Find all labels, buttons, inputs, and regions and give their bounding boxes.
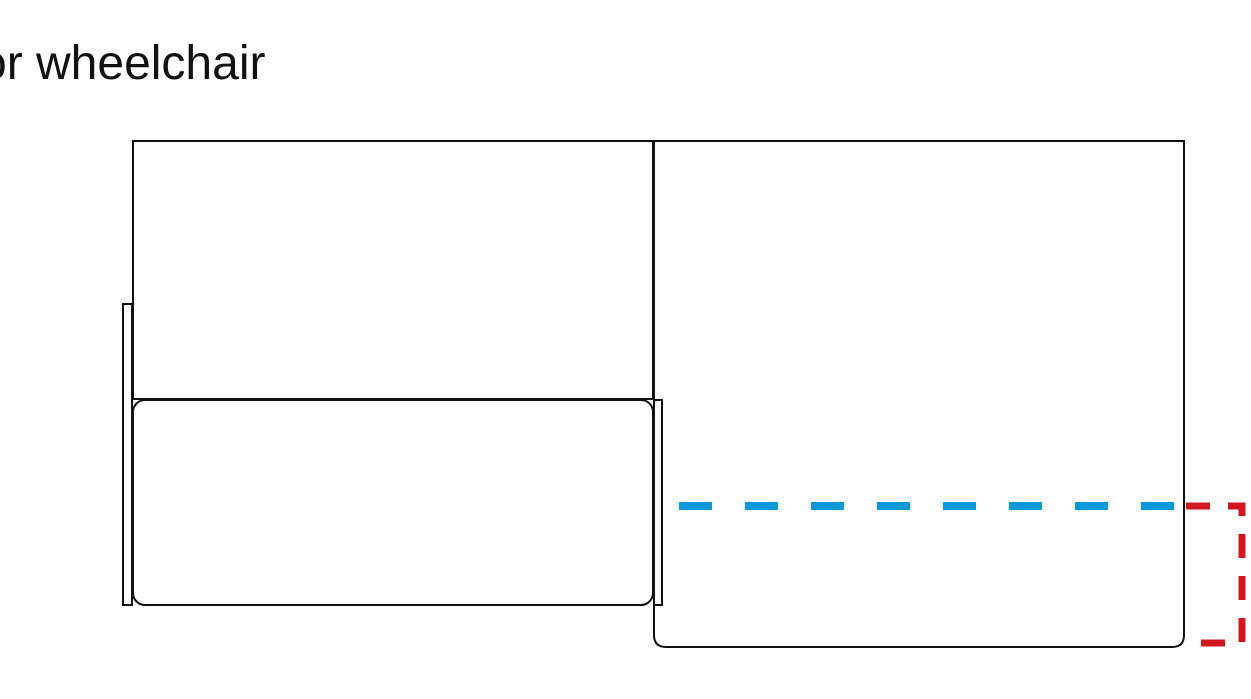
left-back-panel	[132, 140, 654, 400]
left-armrest	[122, 303, 133, 606]
diagram-title: or wheelchair	[0, 37, 266, 90]
left-seat-cushion	[132, 399, 654, 606]
middle-divider	[653, 399, 663, 606]
right-panel	[653, 140, 1185, 648]
red-dashed-outline	[1186, 502, 1246, 647]
